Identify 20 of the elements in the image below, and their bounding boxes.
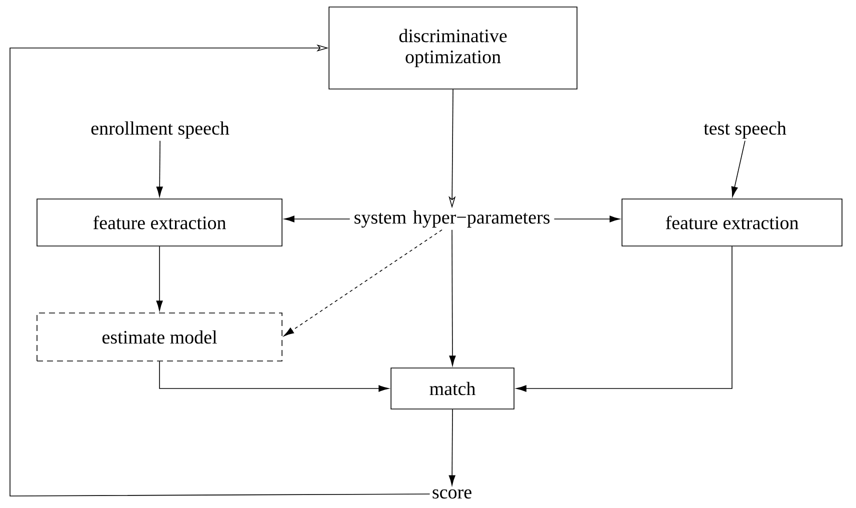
text-label: enrollment speech bbox=[91, 121, 230, 139]
arrow bbox=[554, 216, 620, 222]
process-box: feature extraction bbox=[36, 198, 282, 246]
arrow bbox=[516, 246, 732, 392]
process-box: discriminative optimization bbox=[328, 6, 578, 90]
text-label: system hyper−parameters bbox=[354, 210, 550, 228]
arrow bbox=[159, 361, 389, 392]
arrow bbox=[449, 229, 456, 366]
arrow bbox=[448, 409, 456, 486]
process-box: feature extraction bbox=[622, 198, 842, 246]
arrow bbox=[156, 246, 163, 311]
arrow bbox=[284, 328, 294, 336]
text-label: score bbox=[432, 489, 472, 499]
arrow bbox=[731, 140, 746, 197]
arrow bbox=[10, 44, 430, 496]
process-box: match bbox=[390, 368, 514, 410]
arrow bbox=[156, 140, 163, 197]
text-label: test speech bbox=[704, 121, 786, 139]
arrow bbox=[284, 216, 350, 222]
process-box: estimate model bbox=[36, 312, 282, 362]
